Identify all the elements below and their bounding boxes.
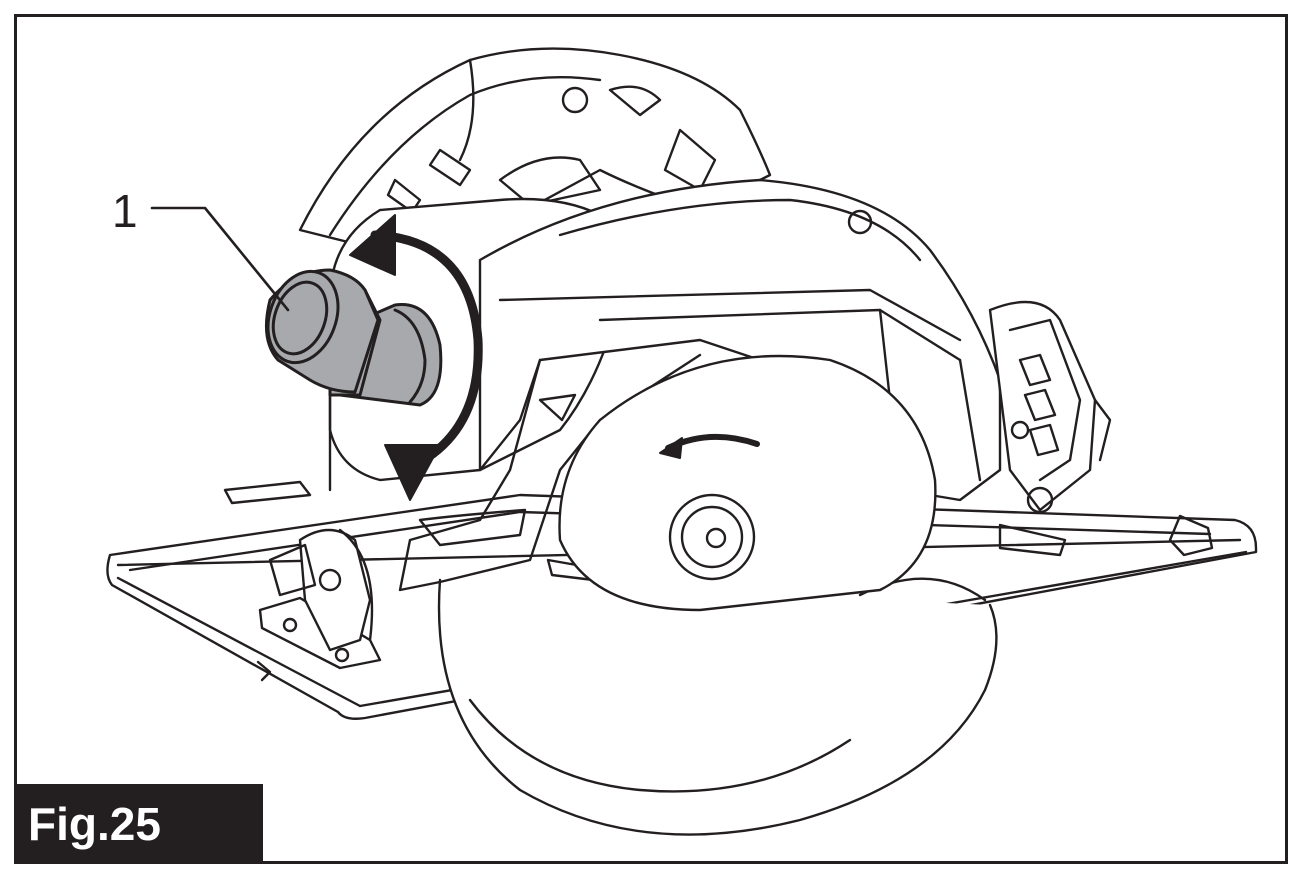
- figure-label-text: Fig.25: [28, 798, 161, 850]
- saw-blade: [437, 577, 998, 836]
- callout-number-1: 1: [112, 185, 138, 237]
- figure-label: Fig.25: [14, 784, 263, 864]
- saw-body: [268, 47, 1112, 652]
- dust-nozzle: [264, 268, 443, 407]
- callout-leader-line: [150, 206, 290, 312]
- rotation-arrow-icon: [349, 214, 483, 501]
